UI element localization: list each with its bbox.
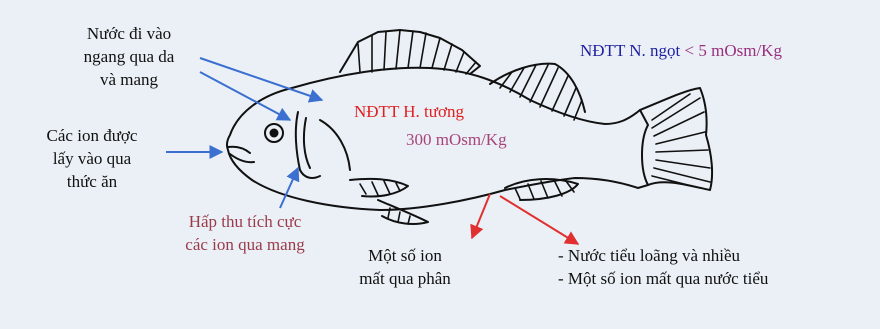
pelvic-fin xyxy=(378,200,428,224)
arrow-active-uptake xyxy=(280,168,298,208)
urine-label: - Nước tiểu loãng và nhiều - Một số ion … xyxy=(558,244,768,290)
plasma-osmolarity-title: NĐTT H. tương xyxy=(354,100,464,123)
pectoral-fin xyxy=(350,179,408,197)
freshwater-value: < 5 mOsm/Kg xyxy=(685,41,782,60)
freshwater-name: NĐTT N. ngọt xyxy=(580,41,680,60)
gill-cover xyxy=(296,112,320,178)
gill-arch xyxy=(304,118,310,168)
arrow-feces xyxy=(472,194,490,238)
arrow-urine xyxy=(500,196,578,244)
freshwater-osmolarity: NĐTT N. ngọt < 5 mOsm/Kg xyxy=(580,39,782,62)
feces-ions-label: Một số ion mất qua phân xyxy=(340,244,470,290)
water-in-label: Nước đi vào ngang qua da và mang xyxy=(58,22,200,91)
plasma-osmolarity-value: 300 mOsm/Kg xyxy=(406,128,507,151)
gill-line xyxy=(320,120,350,170)
ions-food-label: Các ion được lấy vào qua thức ăn xyxy=(18,124,166,193)
arrow-water-to-body xyxy=(200,58,322,100)
active-uptake-label: Hấp thu tích cực các ion qua mang xyxy=(162,210,328,256)
eye-pupil xyxy=(270,129,279,138)
